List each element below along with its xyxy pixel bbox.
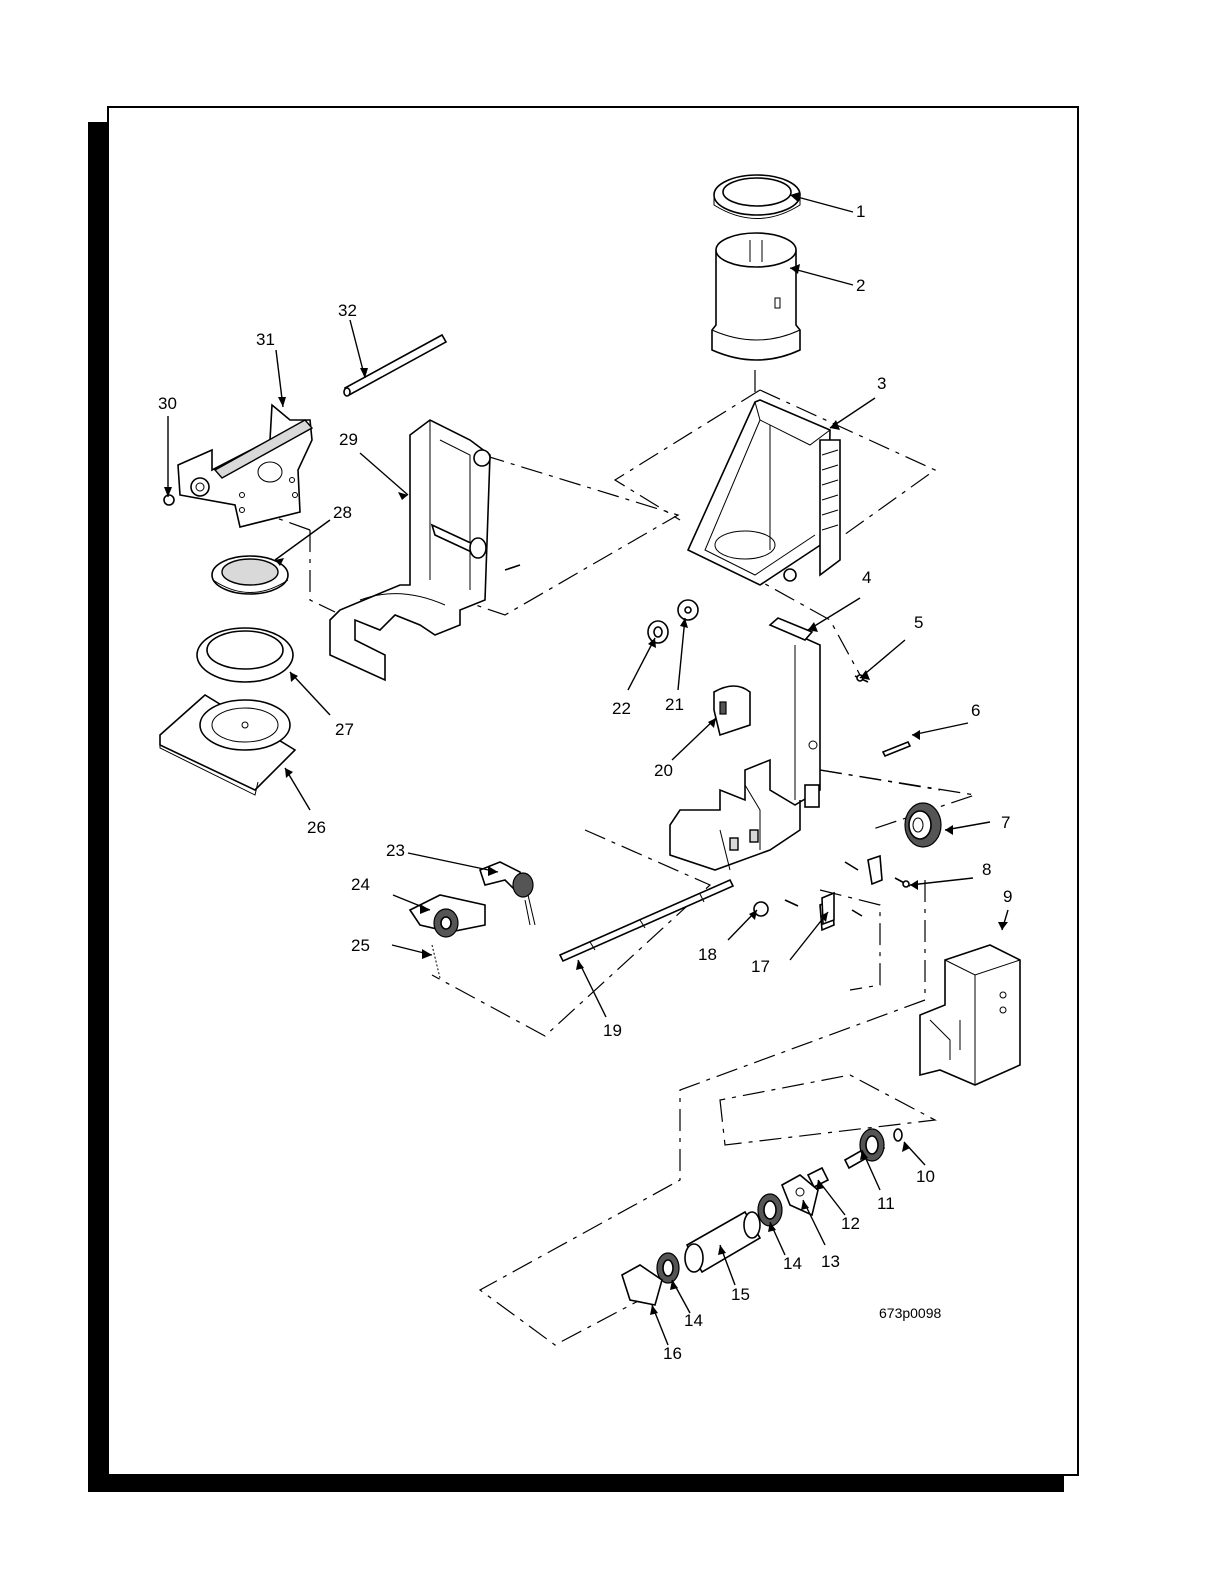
callout-28: 28 <box>333 503 352 522</box>
callout-2: 2 <box>856 276 865 295</box>
callout-labels: 1 2 3 4 5 6 7 8 9 10 11 12 13 14 14 15 1… <box>158 202 1012 1363</box>
part-6-pin <box>883 742 910 756</box>
callout-16: 16 <box>663 1344 682 1363</box>
part-26-tray <box>160 695 295 795</box>
callout-3: 3 <box>877 374 886 393</box>
part-31-bracket <box>178 405 312 527</box>
callout-14-upper: 14 <box>783 1254 802 1273</box>
leader-lines <box>168 195 1008 1345</box>
callout-12: 12 <box>841 1214 860 1233</box>
callout-1: 1 <box>856 202 865 221</box>
part-1-ring <box>714 175 800 219</box>
part-14-gear-upper <box>758 1194 782 1226</box>
part-20-clip <box>714 686 750 735</box>
callout-7: 7 <box>1001 813 1010 832</box>
callout-26: 26 <box>307 818 326 837</box>
callout-23: 23 <box>386 841 405 860</box>
part-3-housing <box>688 400 840 585</box>
part-11-gear <box>845 1129 884 1168</box>
callout-5: 5 <box>914 613 923 632</box>
part-24-lever <box>410 895 485 937</box>
callout-4: 4 <box>862 568 871 587</box>
callout-32: 32 <box>338 301 357 320</box>
figure-reference: 673p0098 <box>879 1305 942 1321</box>
callout-9: 9 <box>1003 887 1012 906</box>
part-8-screw <box>895 878 910 887</box>
callout-19: 19 <box>603 1021 622 1040</box>
callout-21: 21 <box>665 695 684 714</box>
part-7-gear <box>905 803 941 847</box>
callout-6: 6 <box>971 701 980 720</box>
part-2-cylinder <box>712 233 800 360</box>
callout-22: 22 <box>612 699 631 718</box>
part-27-ring <box>197 628 293 682</box>
callout-25: 25 <box>351 936 370 955</box>
callout-31: 31 <box>256 330 275 349</box>
part-32-shaft <box>344 335 446 396</box>
callout-15: 15 <box>731 1285 750 1304</box>
part-22-nut <box>648 621 668 643</box>
callout-17: 17 <box>751 957 770 976</box>
callout-27: 27 <box>335 720 354 739</box>
callout-11: 11 <box>877 1194 895 1213</box>
part-15-roller <box>685 1212 760 1272</box>
callout-14-lower: 14 <box>684 1311 703 1330</box>
part-16-plate <box>622 1265 662 1305</box>
part-9-bracket <box>920 945 1020 1085</box>
callout-24: 24 <box>351 875 370 894</box>
assembly-dash-lines <box>240 230 975 1345</box>
part-29-frame <box>330 420 520 680</box>
callout-29: 29 <box>339 430 358 449</box>
callout-18: 18 <box>698 945 717 964</box>
part-25-spring <box>432 945 440 978</box>
callout-8: 8 <box>982 860 991 879</box>
callout-20: 20 <box>654 761 673 780</box>
part-10-clip <box>894 1129 902 1141</box>
part-30-nut <box>164 495 174 505</box>
part-21-washer <box>678 600 698 620</box>
callout-10: 10 <box>916 1167 935 1186</box>
callout-13: 13 <box>821 1252 840 1271</box>
callout-30: 30 <box>158 394 177 413</box>
part-4-frame <box>670 618 820 870</box>
